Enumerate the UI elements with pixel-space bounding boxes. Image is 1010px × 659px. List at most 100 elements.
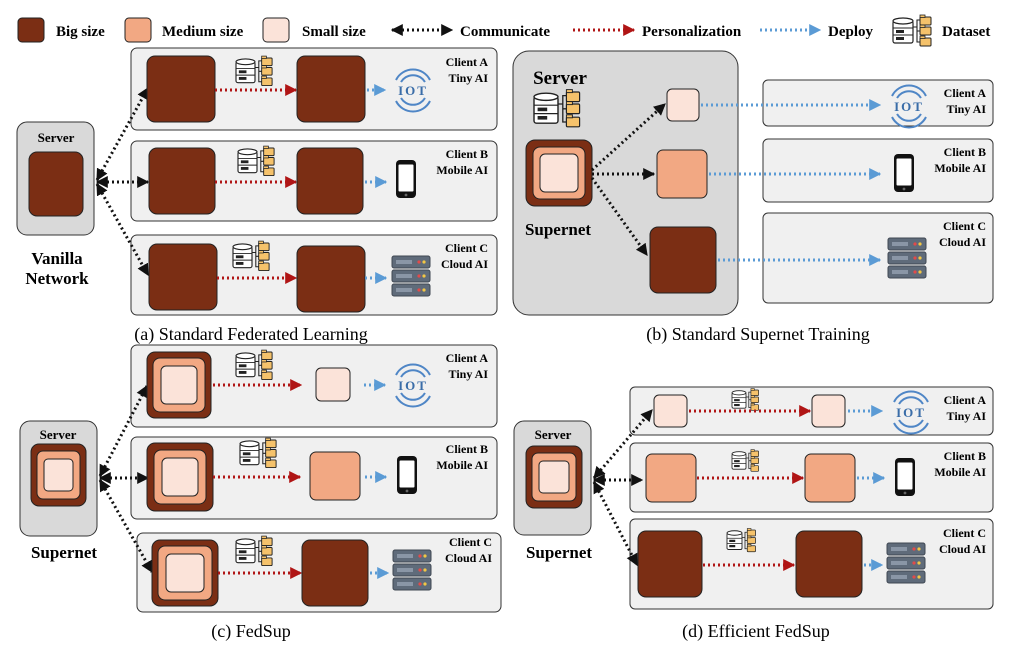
personalized-model-medium (804, 453, 856, 503)
client-type: Mobile AI (934, 465, 986, 479)
personalized-model-big (795, 530, 863, 598)
model-label: Supernet (526, 543, 592, 562)
client-type: Cloud AI (939, 542, 986, 556)
communicate-arrow (95, 182, 150, 277)
client-type: Mobile AI (436, 163, 488, 177)
client-type: Mobile AI (436, 458, 488, 472)
supernet-small (538, 460, 570, 494)
dataset-icon (726, 528, 756, 553)
iot-text: IOT (398, 83, 428, 98)
client-name: Client B (944, 145, 986, 159)
communicate-arrow (590, 177, 649, 256)
legend-big-label: Big size (56, 24, 105, 40)
personalized-model-big (296, 147, 364, 215)
legend-dataset-icon (892, 14, 932, 47)
communicate-arrow (98, 384, 149, 478)
client-name: Client A (944, 86, 987, 100)
personalized-model-big (296, 55, 366, 123)
server-rack-icon (392, 549, 432, 591)
dataset-icon (232, 240, 270, 272)
legend-big-swatch (17, 17, 45, 43)
legend-medium-swatch (124, 17, 152, 43)
model-label: Supernet (525, 220, 591, 239)
legend: Big size Medium size Small size Communic… (17, 14, 990, 47)
iot-icon: IOT (891, 84, 927, 129)
personalized-model-small (811, 394, 846, 428)
personalized-model-small (315, 367, 351, 402)
legend-small-swatch (262, 17, 290, 43)
server-model-big (28, 151, 84, 217)
dataset-icon (731, 449, 759, 472)
communicate-arrow (592, 480, 639, 567)
client-name: Client B (446, 442, 488, 456)
client-name: Client C (449, 535, 492, 549)
client-type: Cloud AI (441, 257, 488, 271)
client-name: Client A (944, 393, 987, 407)
server-label: Server (535, 427, 572, 442)
client-model-small (653, 394, 688, 428)
phone-icon (895, 458, 915, 496)
client-name: Client B (446, 147, 488, 161)
client-name: Client C (943, 219, 986, 233)
legend-personalization-label: Personalization (642, 24, 742, 40)
client-supernet-small (161, 457, 199, 497)
dataset-icon (235, 349, 273, 381)
panel-caption: (a) Standard Federated Learning (134, 324, 367, 345)
dataset-icon (235, 535, 273, 567)
dataset-icon (239, 437, 277, 469)
iot-text: IOT (398, 378, 428, 393)
phone-icon (894, 154, 914, 192)
panel-caption: (b) Standard Supernet Training (646, 324, 869, 345)
server-rack-icon (391, 255, 431, 297)
supernet-small (539, 153, 579, 193)
dataset-icon (731, 388, 759, 411)
server-label: Server (40, 427, 77, 442)
model-label: Supernet (31, 543, 97, 562)
iot-text: IOT (894, 99, 924, 114)
supernet-small (43, 458, 74, 492)
iot-icon: IOT (893, 390, 929, 435)
client-name: Client C (445, 241, 488, 255)
client-type: Tiny AI (449, 71, 489, 85)
dataset-icon (533, 89, 581, 128)
dataset-icon (235, 55, 273, 87)
client-supernet-small (165, 553, 205, 593)
client-model-big (637, 530, 703, 598)
legend-small-label: Small size (302, 24, 366, 40)
panel-supernet-training: Server Supernet IOT Client A Tiny AI Cli… (512, 50, 994, 345)
client-type: Mobile AI (934, 161, 986, 175)
client-type: Tiny AI (947, 409, 987, 423)
personalized-model-big (296, 245, 366, 313)
iot-icon: IOT (395, 363, 431, 408)
personalized-model-medium (309, 451, 361, 501)
client-model-big (148, 147, 216, 215)
client-name: Client B (944, 449, 986, 463)
legend-deploy-label: Deploy (828, 24, 874, 40)
client-type: Tiny AI (947, 102, 987, 116)
subnet-medium (656, 149, 708, 199)
client-model-big (148, 243, 218, 311)
client-type: Cloud AI (939, 235, 986, 249)
iot-icon: IOT (395, 68, 431, 113)
legend-dataset-label: Dataset (942, 24, 990, 40)
server-rack-icon (887, 237, 927, 279)
client-model-medium (645, 453, 697, 503)
panel-fedsup: Server Supernet IOT Client A Tiny AI Cli… (19, 344, 502, 642)
server-rack-icon (886, 542, 926, 584)
client-name: Client A (446, 55, 489, 69)
phone-icon (397, 456, 417, 494)
dataset-icon (237, 145, 275, 177)
legend-communicate-label: Communicate (460, 24, 550, 40)
legend-medium-label: Medium size (162, 24, 244, 40)
personalized-model-big (301, 539, 369, 607)
client-type: Cloud AI (445, 551, 492, 565)
panel-caption: (d) Efficient FedSup (682, 621, 830, 642)
panel-caption: (c) FedSup (211, 621, 291, 642)
communicate-arrow (590, 102, 667, 172)
client-name: Client C (943, 526, 986, 540)
client-model-big (146, 55, 216, 123)
subnet-small (666, 88, 700, 122)
panel-efficient-fedsup: Server Supernet IOT Client A Tiny AI Cli… (513, 386, 994, 642)
